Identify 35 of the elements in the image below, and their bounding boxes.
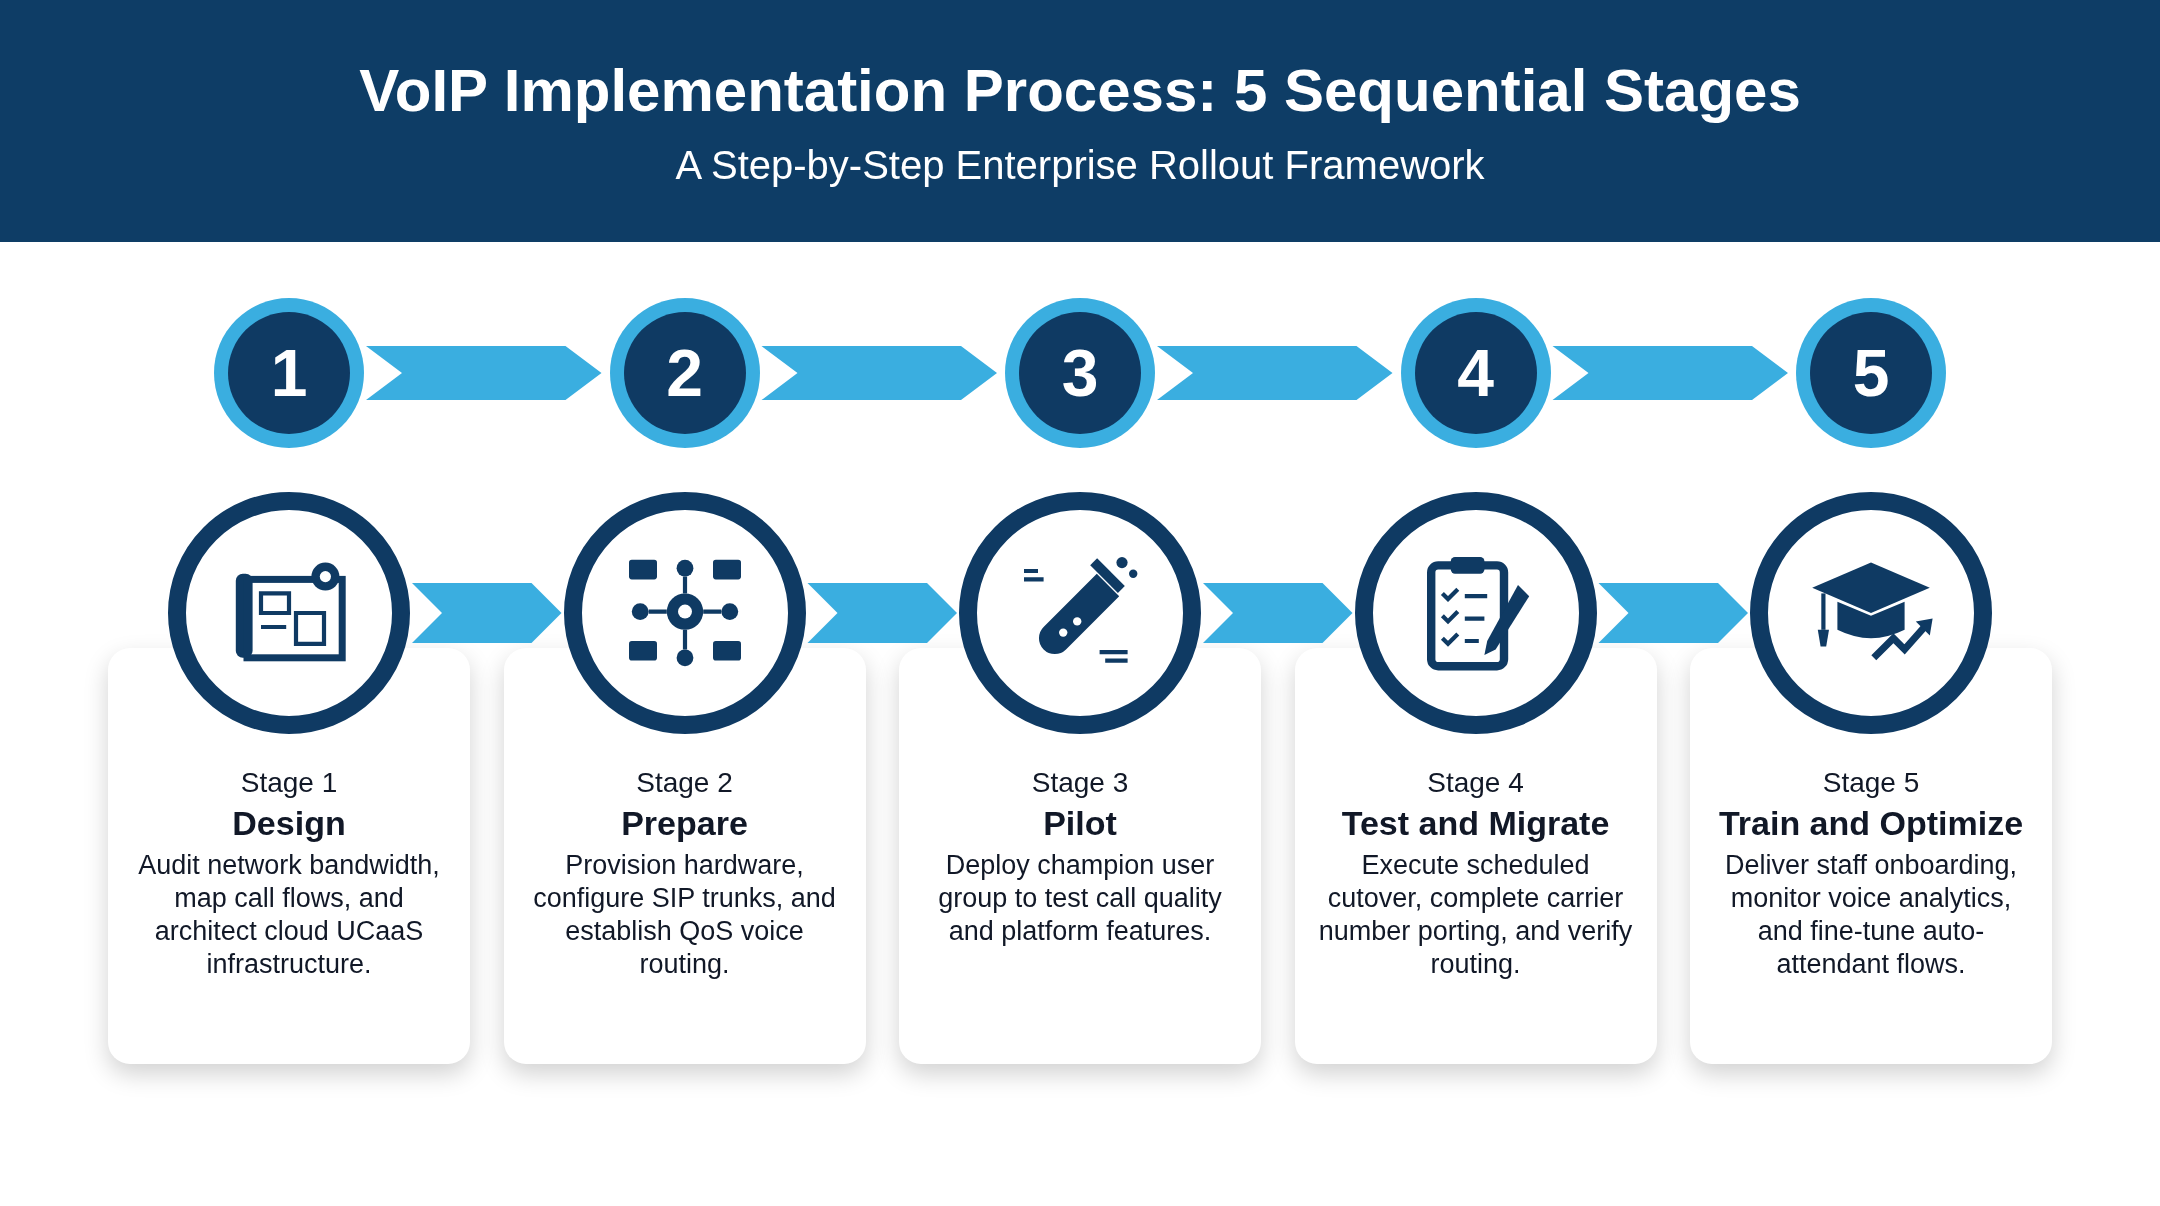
- stage-title: Pilot: [1043, 803, 1117, 844]
- stage-description: Deliver staff onboarding, monitor voice analytics, and fine-tune auto-attendant flows.: [1723, 849, 2019, 981]
- stage-label: Stage 4: [1427, 766, 1524, 800]
- stage-title: Test and Migrate: [1341, 803, 1610, 844]
- stage-description: Execute scheduled cutover, complete carrier number porting, and verify routing.: [1318, 849, 1633, 981]
- chevron-arrow: [807, 583, 957, 643]
- chevron-arrow: [366, 346, 602, 400]
- stage-label: Stage 1: [240, 766, 338, 800]
- stage-label: Stage 2: [636, 766, 733, 800]
- chevron-arrow: [1552, 346, 1788, 400]
- step-number: 5: [1852, 340, 1890, 406]
- stage-title: Train and Optimize: [1718, 803, 2024, 844]
- chevron-arrow: [1157, 346, 1393, 400]
- chevron-arrow: [1598, 583, 1748, 643]
- stage-card: [899, 648, 1261, 1064]
- stage-title: Design: [232, 803, 346, 844]
- stage-description: Provision hardware, configure SIP trunks, and establish QoS voice routing.: [532, 849, 837, 981]
- chevron-arrow: [1203, 583, 1353, 643]
- chevron-arrow: [412, 583, 562, 643]
- chevron-arrow: [761, 346, 997, 400]
- stage-label: Stage 5: [1822, 766, 1920, 800]
- stage-card: [1294, 648, 1657, 1064]
- stage-title: Prepare: [621, 803, 748, 844]
- stage-card: [503, 648, 866, 1064]
- step-number: 1: [270, 340, 308, 406]
- stage-label: Stage 3: [1031, 766, 1129, 800]
- subtitle: A Step-by-Step Enterprise Rollout Framework: [675, 141, 1485, 189]
- stage-description: Audit network bandwidth, map call flows, and architect cloud UCaaS infrastructure.: [137, 849, 441, 981]
- stage-card: [1690, 648, 2052, 1064]
- title: VoIP Implementation Process: 5 Sequential Stages: [359, 55, 1801, 126]
- step-number: 2: [666, 340, 703, 406]
- stage-card: [108, 648, 470, 1064]
- step-number: 4: [1457, 340, 1494, 406]
- step-number: 3: [1061, 340, 1099, 406]
- stage-description: Deploy champion user group to test call quality and platform features.: [937, 849, 1223, 948]
